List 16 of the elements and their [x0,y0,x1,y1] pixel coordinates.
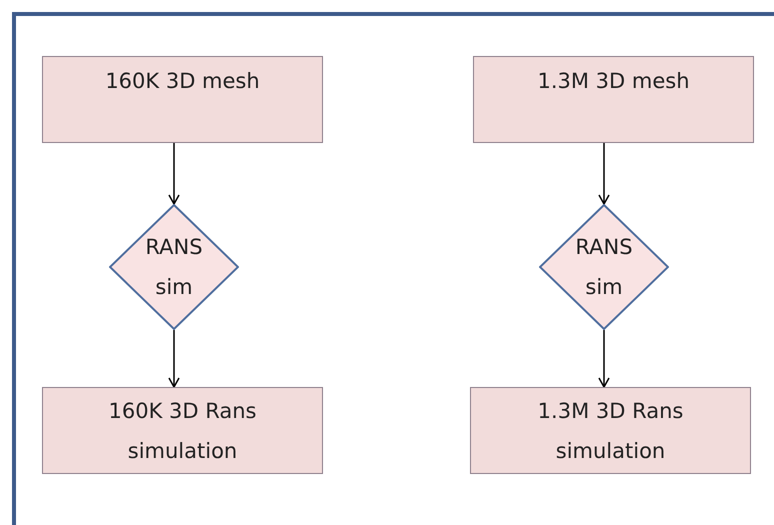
decision-diamond [539,204,669,330]
process-box [473,56,754,143]
arrow [168,330,180,388]
decision-diamond [109,204,239,330]
process-box [42,387,323,474]
node-label: 1.3M 3D Rans simulation [536,398,684,464]
node-label: RANS sim [574,234,634,301]
arrow [598,330,610,388]
process-box [470,387,751,474]
node-label: 1.3M 3D mesh [537,68,690,95]
process-box [42,56,323,143]
node-label: 160K 3D Rans simulation [108,398,258,464]
node-label: 160K 3D mesh [105,68,260,95]
node-label: RANS sim [144,234,204,301]
arrow [168,143,180,205]
arrow [598,143,610,205]
